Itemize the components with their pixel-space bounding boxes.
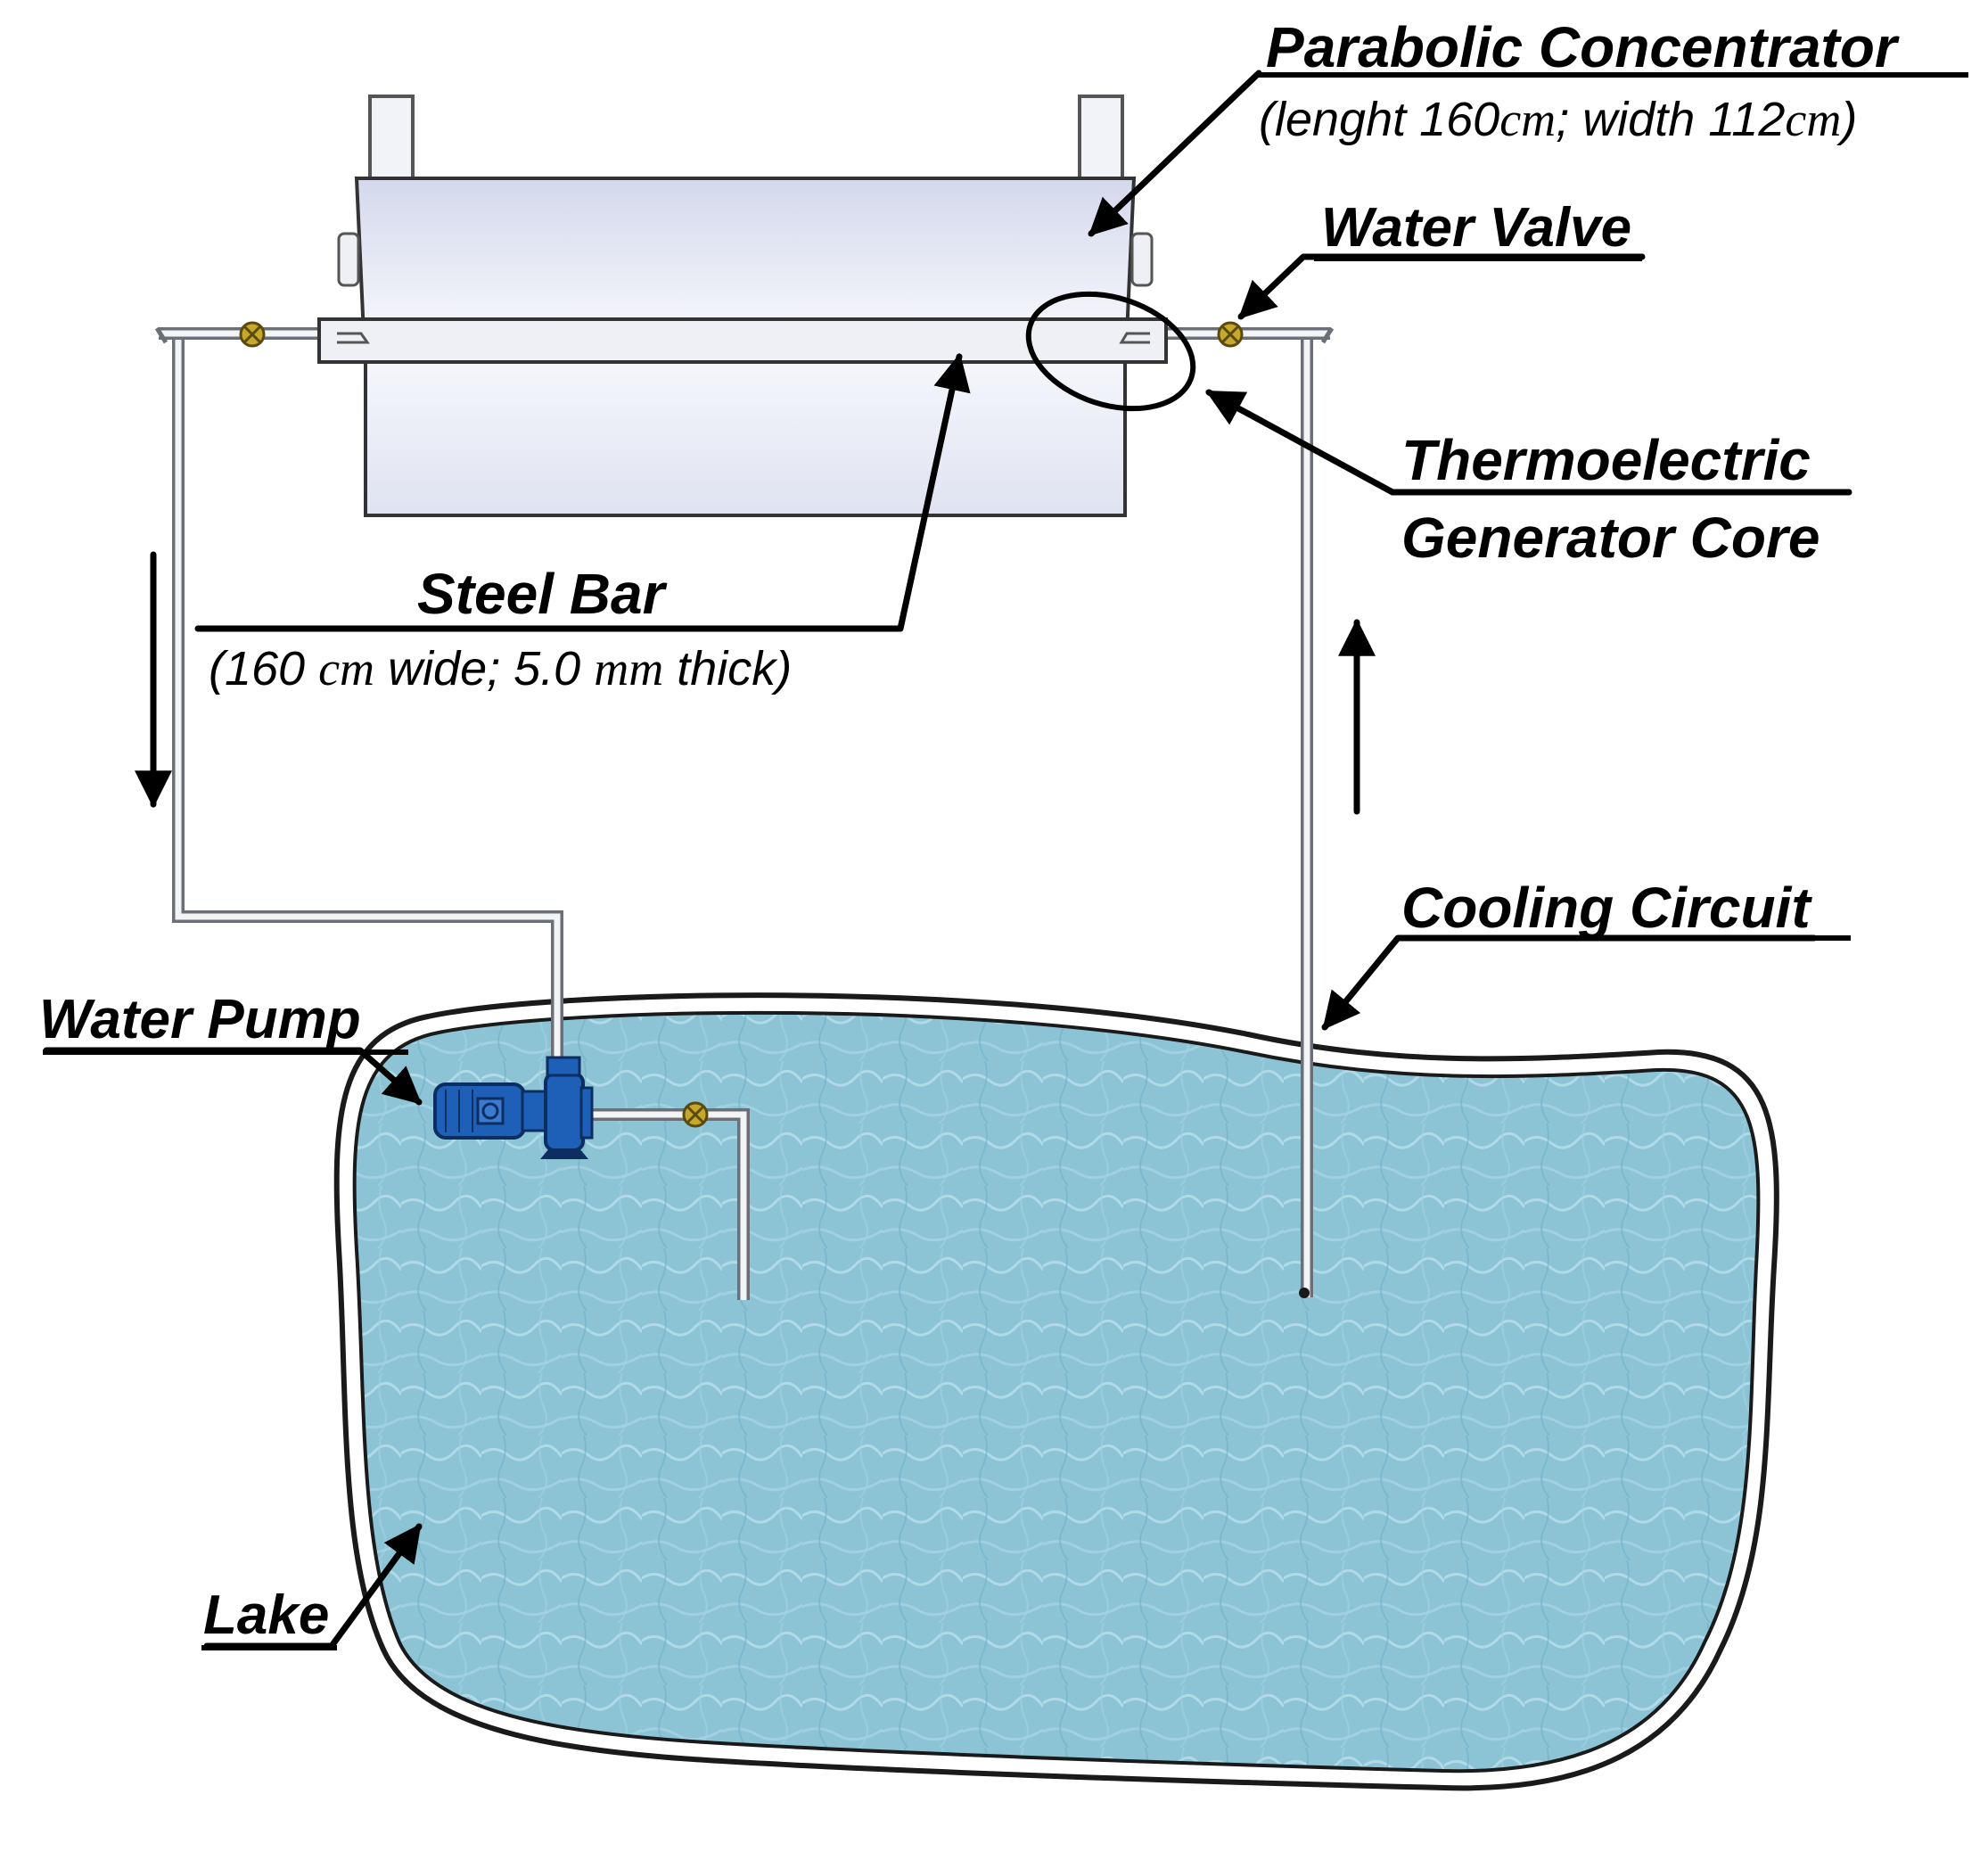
label-parabolic-concentrator: Parabolic Concentrator [1266, 15, 1900, 79]
label-teg-core-line1: Thermoelectric [1401, 428, 1811, 492]
leader-steel-bar [194, 352, 971, 632]
parabolic-concentrator-icon [337, 95, 1154, 517]
flow-arrows [135, 551, 1376, 815]
label-steel-bar: Steel Bar [417, 562, 668, 626]
leader-water-valve [1237, 253, 1646, 320]
teg-core-highlight [1025, 291, 1196, 412]
label-water-pump: Water Pump [39, 989, 361, 1050]
steel-bar-icon [317, 317, 1168, 364]
water-pump-icon [433, 1056, 594, 1159]
water-valve-icon [239, 321, 1244, 1128]
label-parabolic-concentrator-detail: (lenght 160cm; width 112cm) [1259, 93, 1857, 146]
label-cooling-circuit: Cooling Circuit [1401, 876, 1812, 940]
label-underlines [43, 72, 1968, 1650]
label-steel-bar-detail: (160 cm wide; 5.0 mm thick) [209, 642, 792, 695]
label-water-valve: Water Valve [1321, 197, 1631, 259]
label-teg-core-line2: Generator Core [1401, 506, 1820, 570]
lake-icon [333, 992, 1779, 1791]
leader-parabolic-concentrator [1088, 70, 1262, 237]
label-lake: Lake [203, 1584, 329, 1646]
leader-cooling-circuit [1321, 934, 1818, 1031]
